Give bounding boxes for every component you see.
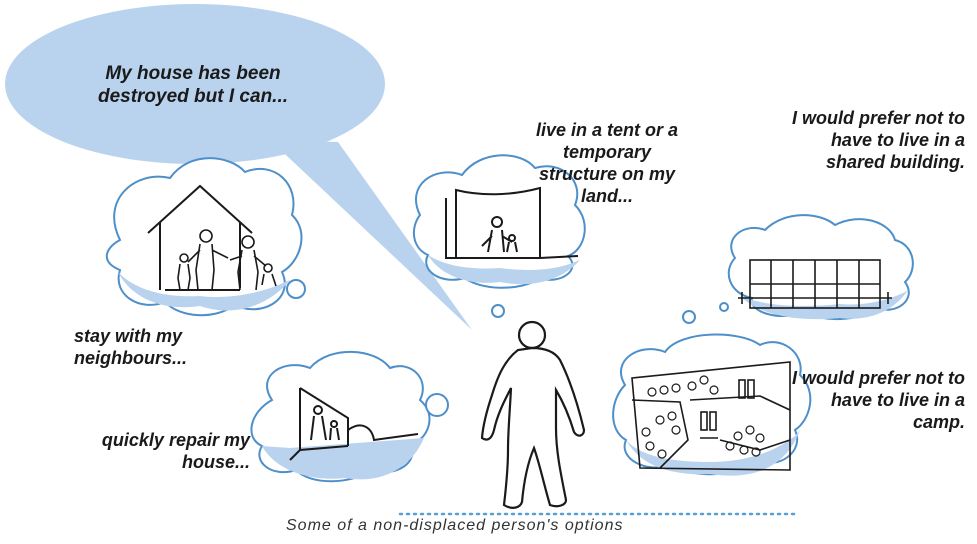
option-camp-label: I would prefer not to have to live in a … — [792, 368, 965, 432]
thought-cloud-shared-building — [682, 214, 914, 324]
family-figures-icon — [177, 229, 277, 291]
option-neighbours-label: stay with my neighbours... — [74, 326, 188, 368]
option-tent-label: live in a tent or a temporary structure … — [535, 120, 679, 206]
thought-cloud-tent — [412, 154, 586, 318]
tent-illustration — [445, 186, 579, 259]
repaired-house-illustration — [289, 387, 419, 461]
thought-cloud-repair — [250, 350, 449, 483]
thought-cloud-camp — [612, 302, 812, 476]
person-figure-icon — [480, 320, 586, 509]
thought-cloud-neighbours — [105, 157, 306, 317]
house-illustration — [147, 184, 253, 291]
speech-bubble — [5, 4, 472, 330]
option-shared-building-label: I would prefer not to have to live in a … — [792, 108, 965, 172]
option-repair-label: quickly repair my house... — [101, 430, 250, 472]
speech-bubble-text: My house has been destroyed but I can... — [97, 63, 289, 108]
tent-clusters-icon — [641, 375, 765, 459]
apartment-building-illustration — [738, 259, 892, 309]
figure-caption: Some of a non-displaced person's options — [286, 517, 624, 534]
